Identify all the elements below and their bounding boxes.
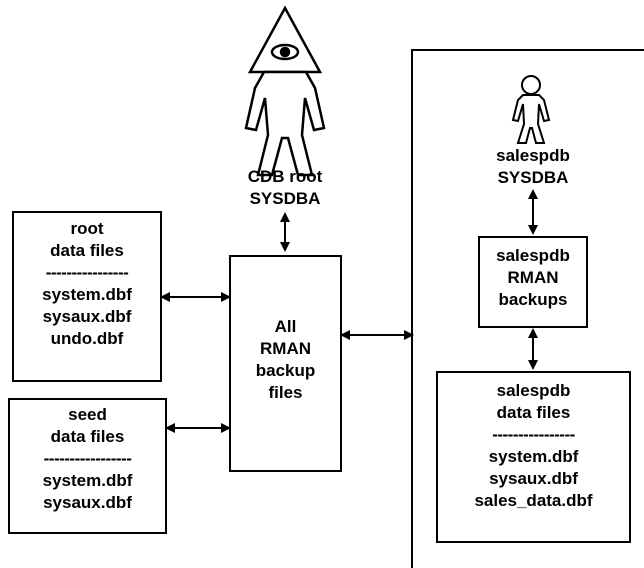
salespdb-user-icon — [511, 75, 551, 144]
seed-file-system: system.dbf — [42, 471, 133, 490]
seed-files-subtitle: data files — [50, 427, 125, 446]
rman-line-1: All — [274, 317, 297, 336]
rman-line-3: backup — [255, 361, 316, 380]
root-file-system: system.dbf — [42, 285, 132, 304]
seed-data-files-box — [8, 398, 167, 534]
salespdb-user-line-1: salespdb — [496, 146, 570, 165]
root-data-files-box — [12, 211, 162, 382]
seed-files-title: seed — [68, 405, 107, 424]
root-file-undo: undo.dbf — [50, 329, 124, 348]
rman-backup-files-box — [229, 255, 342, 472]
cdb-root-label: CDB root SYSDBA — [225, 166, 345, 210]
rman-backup-files-text: All RMAN backup files — [229, 316, 342, 404]
seed-file-sysaux: sysaux.dbf — [43, 493, 132, 512]
rman-line-4: files — [268, 383, 303, 402]
salespdb-backups-line-3: backups — [498, 290, 568, 309]
rman-line-2: RMAN — [260, 339, 311, 358]
salespdb-data-files-box — [436, 371, 631, 543]
salespdb-rman-backups-box — [478, 236, 588, 328]
seed-data-files-text: seed data files ----------------- system… — [8, 404, 167, 514]
salespdb-user-line-2: SYSDBA — [497, 168, 569, 187]
seed-files-divider: ----------------- — [43, 449, 132, 468]
salespdb-files-subtitle: data files — [496, 403, 571, 422]
root-data-files-text: root data files ---------------- system.… — [12, 218, 162, 350]
root-files-subtitle: data files — [50, 241, 124, 260]
salespdb-sysdba-label: salespdb SYSDBA — [473, 145, 593, 189]
salespdb-file-sysaux: sysaux.dbf — [489, 469, 578, 488]
salespdb-files-divider: ---------------- — [492, 425, 575, 444]
salespdb-backups-line-2: RMAN — [507, 268, 559, 287]
salespdb-data-files-text: salespdb data files ---------------- sys… — [436, 380, 631, 512]
root-files-divider: ---------------- — [45, 263, 129, 282]
root-files-title: root — [70, 219, 104, 238]
cdb-root-line-1: CDB root — [247, 167, 323, 186]
salespdb-file-sales-data: sales_data.dbf — [474, 491, 593, 510]
root-file-sysaux: sysaux.dbf — [42, 307, 132, 326]
salespdb-file-system: system.dbf — [488, 447, 579, 466]
salespdb-files-title: salespdb — [496, 381, 571, 400]
salespdb-rman-backups-text: salespdb RMAN backups — [478, 245, 588, 311]
pdb-container-frame — [411, 49, 644, 568]
cdb-root-user-icon — [244, 5, 326, 177]
salespdb-backups-line-1: salespdb — [496, 246, 570, 265]
cdb-root-line-2: SYSDBA — [249, 189, 321, 208]
